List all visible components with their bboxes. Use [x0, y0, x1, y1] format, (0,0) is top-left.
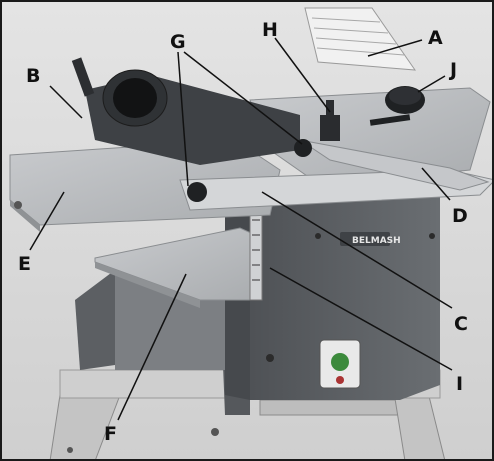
leader-g-1	[177, 51, 189, 187]
leader-h	[274, 37, 331, 113]
leader-d	[421, 167, 451, 201]
label-f: F	[104, 423, 117, 445]
fence-lock-h	[320, 100, 340, 141]
height-scale-i	[249, 209, 263, 301]
leader-lines	[29, 37, 453, 421]
screw	[315, 233, 321, 239]
label-h: H	[262, 19, 278, 41]
leader-b	[49, 85, 83, 119]
label-j: J	[448, 59, 457, 81]
brand-logo: BELMASH	[352, 236, 401, 246]
leader-c	[261, 191, 453, 309]
label-e: E	[18, 253, 31, 275]
screw	[429, 233, 435, 239]
leader-a	[367, 39, 423, 57]
handwheel-j	[369, 86, 425, 126]
dust-chute-b	[71, 57, 300, 165]
leader-g-2	[183, 51, 303, 145]
clamp-knobs-g	[187, 139, 312, 202]
leader-e	[29, 191, 65, 251]
screw	[266, 354, 274, 362]
fence-d	[179, 139, 494, 211]
label-g: G	[170, 31, 186, 53]
leader-f	[117, 273, 187, 421]
leader-i	[269, 267, 453, 371]
label-b: B	[26, 65, 40, 87]
label-i: I	[456, 373, 463, 395]
label-c: C	[454, 313, 468, 335]
blade-guard-a	[304, 7, 417, 71]
label-a: A	[428, 27, 443, 49]
leader-j	[417, 75, 446, 93]
label-d: D	[452, 205, 468, 227]
